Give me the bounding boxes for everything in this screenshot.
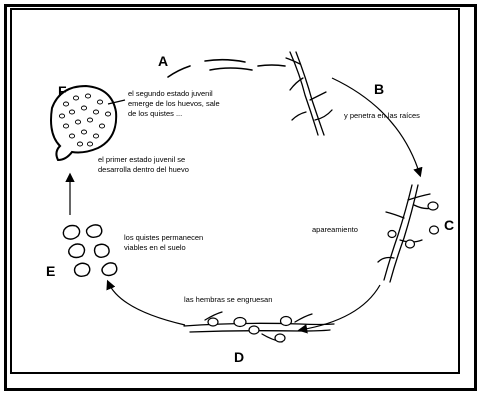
stage-d-swollen-females — [208, 317, 292, 343]
stage-e-label: E — [46, 263, 55, 279]
stage-f-caption-line3: de los quistes ... — [128, 109, 182, 118]
stage-c-caption: apareamiento — [312, 225, 358, 234]
stage-f-label: F — [58, 83, 67, 99]
arrow-d-to-e — [108, 282, 185, 325]
stage-f-caption-line2: emerge de los huevos, sale — [128, 99, 220, 108]
stage-d-caption: las hembras se engruesan — [184, 295, 272, 304]
stage-a-juveniles — [168, 60, 285, 77]
stage-e-caption-line2: viables en el suelo — [124, 243, 186, 252]
arrow-c-to-d — [300, 285, 380, 330]
stage-c-label: C — [444, 217, 454, 233]
stage-b-roots — [286, 52, 332, 135]
stage-b-label: B — [374, 81, 384, 97]
f-to-e-caption-line2: desarrolla dentro del huevo — [98, 165, 189, 174]
stage-d-root — [184, 312, 334, 342]
stage-d-label: D — [234, 349, 244, 365]
stage-f-caption-line1: el segundo estado juvenil — [128, 89, 213, 98]
stage-a-label: A — [158, 53, 168, 69]
stage-e-cysts — [63, 225, 116, 276]
stage-e-caption-line1: los quistes permanecen — [124, 233, 203, 242]
stage-c-roots — [378, 185, 432, 282]
f-to-e-caption-line1: el primer estado juvenil se — [98, 155, 185, 164]
